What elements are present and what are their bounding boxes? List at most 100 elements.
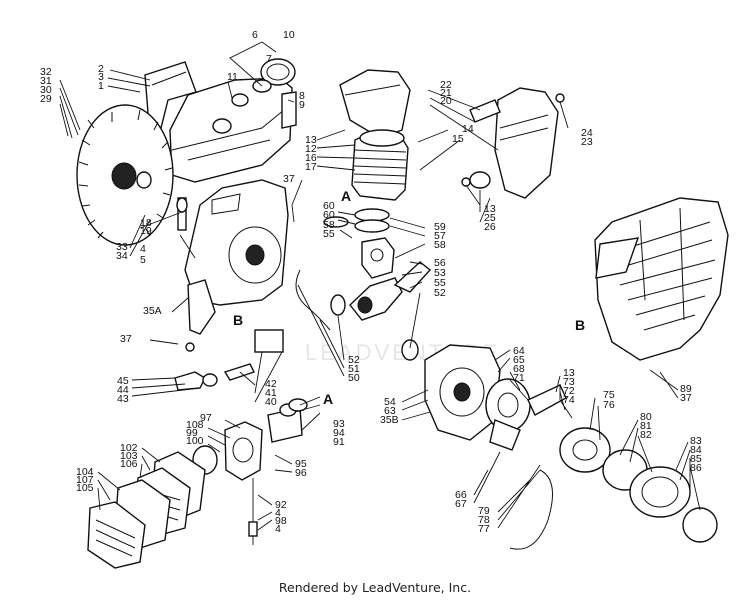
- recoil-starter: [509, 427, 718, 550]
- part-label: 80: [640, 411, 652, 423]
- part-label: 12: [305, 143, 317, 155]
- part-label: 63: [384, 405, 396, 417]
- part-label: 52: [348, 354, 360, 366]
- part-label: 30: [40, 84, 52, 96]
- part-label: 24: [581, 127, 593, 139]
- part-label: 41: [265, 387, 277, 399]
- part-label: 37: [283, 173, 295, 185]
- flywheel: [76, 104, 174, 246]
- part-label: 11: [227, 71, 238, 83]
- part-label: 50: [348, 372, 360, 384]
- leader-lines: [59, 41, 701, 531]
- part-labels: 6 10 7 11 8 9 2 3 1 32 31 30 29 13 12 16…: [40, 29, 702, 535]
- part-label: 79: [478, 505, 490, 517]
- part-label: 56: [434, 257, 446, 269]
- part-label: 32: [40, 66, 52, 78]
- part-label: 104: [76, 466, 94, 478]
- part-label: 2: [98, 63, 104, 75]
- part-label: 91: [333, 436, 345, 448]
- ref-letter-b: B: [233, 312, 243, 328]
- part-label: 93: [333, 418, 345, 430]
- part-label: 99: [186, 427, 198, 439]
- part-label: 13: [484, 203, 496, 215]
- part-label: 35B: [380, 414, 399, 426]
- part-label: 60: [323, 209, 335, 221]
- part-label: 37: [120, 333, 132, 345]
- part-label: 13: [563, 367, 575, 379]
- part-label: 15: [452, 133, 464, 145]
- part-label: 53: [434, 267, 446, 279]
- part-label: 18: [140, 217, 152, 229]
- part-label: 33: [116, 241, 128, 253]
- part-label: 17: [305, 161, 317, 173]
- piston-crankshaft: [330, 208, 432, 361]
- part-label: 98: [275, 515, 287, 527]
- part-label: 68: [513, 363, 525, 375]
- part-label: 40: [265, 396, 277, 408]
- part-label: 67: [455, 498, 467, 510]
- part-label: 86: [690, 462, 702, 474]
- part-label: 59: [434, 221, 446, 233]
- part-label: 57: [434, 230, 446, 242]
- part-label: 72: [563, 385, 575, 397]
- part-label: 77: [478, 523, 490, 535]
- part-label: 95: [295, 458, 307, 470]
- part-label: 102: [120, 442, 138, 454]
- part-label: 22: [440, 79, 452, 91]
- ignition-module: [485, 378, 567, 451]
- muffler: [469, 87, 559, 199]
- part-label: 6: [252, 29, 258, 41]
- footer-credit: Rendered by LeadVenture, Inc.: [278, 580, 472, 595]
- part-label: 25: [484, 212, 496, 224]
- part-label: 16: [305, 152, 317, 164]
- part-label: 94: [333, 427, 345, 439]
- part-label: 21: [440, 87, 452, 99]
- ref-letter-a: A: [323, 391, 333, 407]
- crankcase-half: [177, 179, 289, 335]
- small-parts: [174, 93, 565, 391]
- part-label: 105: [76, 482, 94, 494]
- part-label: 103: [120, 450, 138, 462]
- part-label: 3: [98, 71, 104, 83]
- part-label: 43: [117, 393, 129, 405]
- part-label: 9: [299, 99, 305, 111]
- part-label: 42: [265, 378, 277, 390]
- part-label: 4: [275, 523, 281, 535]
- part-label: 85: [690, 453, 702, 465]
- part-label: 45: [117, 375, 129, 387]
- part-label: 100: [186, 435, 204, 447]
- part-label: 71: [513, 372, 525, 384]
- part-label: 60: [323, 200, 335, 212]
- part-label: 73: [563, 376, 575, 388]
- part-label: 23: [581, 136, 593, 148]
- part-label: 7: [266, 53, 272, 65]
- part-label: 55: [434, 277, 446, 289]
- part-label: 29: [40, 93, 52, 105]
- part-label: 54: [384, 396, 396, 408]
- part-label: 20: [440, 95, 452, 107]
- part-label: 58: [323, 219, 335, 231]
- crankcase-right: [424, 344, 501, 441]
- part-label: 44: [117, 384, 129, 396]
- part-label: 4: [275, 507, 281, 519]
- part-label: 82: [640, 429, 652, 441]
- part-label: 1: [98, 80, 104, 92]
- part-label: 83: [690, 435, 702, 447]
- part-label: 14: [462, 123, 474, 135]
- part-label: 4: [140, 243, 146, 255]
- part-label: 81: [640, 420, 652, 432]
- part-label: 37: [680, 392, 692, 404]
- part-label: 19: [140, 225, 152, 237]
- air-filter-stack: [87, 451, 258, 569]
- part-label: 76: [603, 399, 615, 411]
- part-label: 5: [140, 254, 146, 266]
- part-label: 96: [295, 467, 307, 479]
- part-label: 97: [200, 412, 212, 424]
- part-label: 51: [348, 363, 360, 375]
- part-label: 13: [305, 134, 317, 146]
- part-label: 10: [283, 29, 295, 41]
- part-label: 106: [120, 458, 138, 470]
- part-label: 64: [513, 345, 525, 357]
- engine-shroud: [594, 197, 729, 361]
- part-label: 84: [690, 444, 702, 456]
